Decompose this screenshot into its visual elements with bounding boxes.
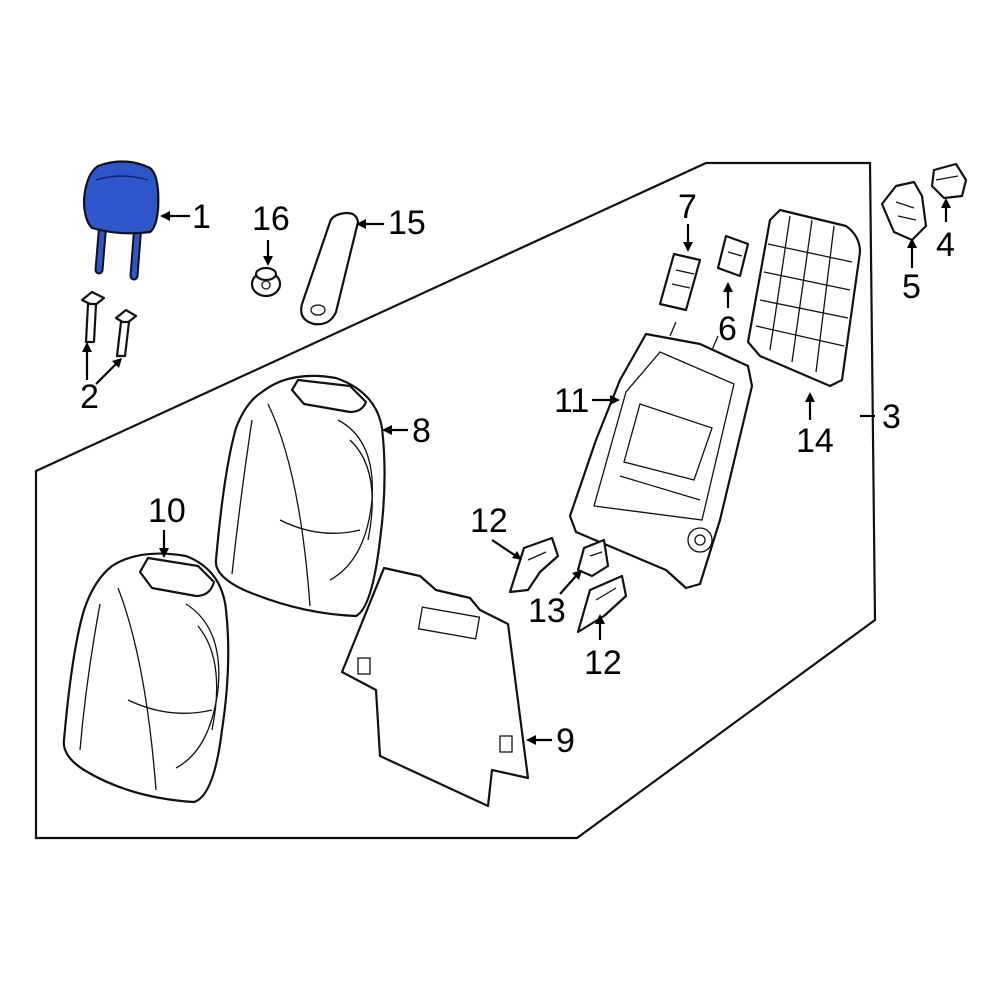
callout-4[interactable]: 4 xyxy=(936,226,955,264)
callout-15[interactable]: 15 xyxy=(388,204,426,242)
suspension-mat-part[interactable] xyxy=(746,208,862,388)
callout-14[interactable]: 14 xyxy=(796,422,834,460)
back-panel-part[interactable] xyxy=(340,566,530,808)
callout-12a[interactable]: 12 xyxy=(470,502,508,540)
callout-3[interactable]: 3 xyxy=(882,398,901,436)
bracket-lower-part[interactable] xyxy=(576,574,628,634)
callout-9[interactable]: 9 xyxy=(556,722,575,760)
callout-7[interactable]: 7 xyxy=(678,188,697,226)
seat-back-frame-part[interactable] xyxy=(568,321,754,590)
callout-5[interactable]: 5 xyxy=(902,268,921,306)
headrest-cushion xyxy=(82,160,160,235)
bracket-upper-part[interactable] xyxy=(508,536,560,594)
seat-back-cover-front-part[interactable] xyxy=(62,552,230,804)
grommet-part[interactable] xyxy=(250,266,282,298)
clip-plate-part[interactable] xyxy=(716,234,750,278)
callout-2[interactable]: 2 xyxy=(80,378,99,416)
bracket-13-part[interactable] xyxy=(576,538,610,578)
callout-labels: 1 2 3 4 5 6 7 8 9 10 11 12 13 12 14 15 1… xyxy=(80,188,955,760)
headrest-guide-part[interactable] xyxy=(80,290,138,358)
leader-lines xyxy=(82,198,951,745)
callout-12b[interactable]: 12 xyxy=(584,644,622,682)
assembly-outline xyxy=(34,161,877,840)
callout-16[interactable]: 16 xyxy=(252,200,290,238)
callout-8[interactable]: 8 xyxy=(412,412,431,450)
mounting-plate-part[interactable] xyxy=(658,252,702,312)
callout-11[interactable]: 11 xyxy=(554,382,589,420)
callout-13[interactable]: 13 xyxy=(528,592,566,630)
seat-back-cover-part[interactable] xyxy=(214,374,386,618)
lever-cover-part[interactable] xyxy=(880,180,928,242)
callout-6[interactable]: 6 xyxy=(718,310,737,348)
trim-strip-part[interactable] xyxy=(300,211,360,326)
knob-part[interactable] xyxy=(930,162,968,200)
callout-10[interactable]: 10 xyxy=(148,492,186,530)
callout-1[interactable]: 1 xyxy=(192,198,211,236)
headrest-part[interactable] xyxy=(82,160,160,281)
